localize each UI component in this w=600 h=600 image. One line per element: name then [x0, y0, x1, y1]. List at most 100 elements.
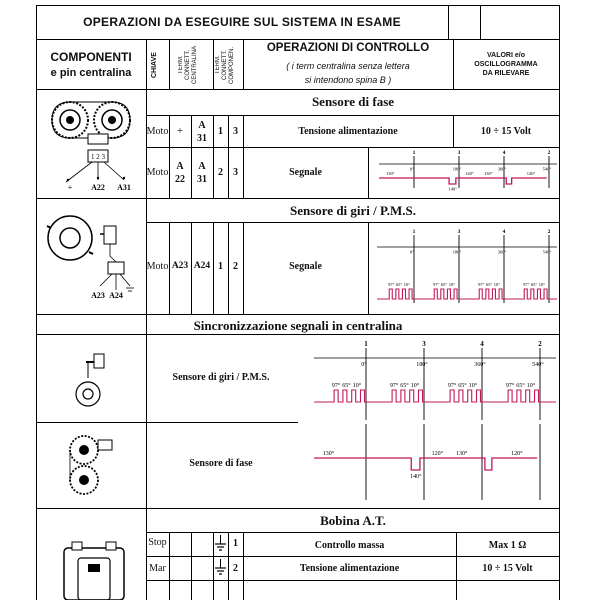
rpm-pin-a24: A24 — [109, 291, 123, 300]
rpm-angle-label: 65° — [531, 282, 538, 287]
term-componente-heading: TERM. CONNETT. COMPONEN. — [215, 46, 235, 84]
tdc-marker-label: 4 — [480, 340, 484, 348]
ignition-coil-illustration — [63, 541, 125, 600]
fase-row2-tc-a: A — [198, 161, 206, 172]
note-line-2: si intendono spina B ) — [304, 75, 392, 85]
tdc-marker-label: 1 — [413, 150, 416, 156]
sync-giri-label: Sensore di giri / P.M.S. — [172, 372, 270, 383]
degree-label: 360° — [498, 167, 507, 172]
phase-signal-trace — [314, 457, 538, 471]
tdc-marker-label: 3 — [458, 229, 461, 235]
ground-icon — [215, 535, 226, 551]
phase-width-label: 120° — [432, 450, 444, 457]
rpm-signal-trace — [314, 389, 556, 403]
bob-row2-op: Tensione alimentazione — [299, 563, 400, 574]
bob-row2-tcomp: 2 — [233, 563, 238, 574]
section-giri-title: Sensore di giri / P.M.S. — [289, 203, 417, 218]
phase-width-label: 120° — [511, 450, 523, 457]
fase-row1-tcomp: 3 — [233, 126, 238, 137]
rpm-angle-label: 65° — [342, 382, 351, 389]
rpm-angle-label: 97° — [506, 382, 515, 389]
rpm-angle-label: 10° — [539, 282, 546, 287]
fase-row2-tc2: 2 — [218, 167, 223, 178]
fase-row1-chiave: Moto — [146, 126, 169, 137]
rpm-angle-label: 65° — [486, 282, 493, 287]
componenti-heading: COMPONENTI — [50, 50, 132, 64]
bob-row1-val: Max 1 Ω — [488, 540, 527, 551]
fase-row1-plus: + — [176, 125, 184, 137]
note-line-1: ( i term centralina senza lettera — [286, 61, 410, 71]
giri-row1-tcomp: 2 — [233, 261, 238, 272]
rpm-angle-label: 97° — [332, 382, 341, 389]
chiave-heading: CHIAVE — [151, 52, 158, 78]
rpm-angle-label: 10° — [411, 382, 420, 389]
connector-pins-label: 1 2 3 — [91, 153, 106, 161]
operazioni-heading: OPERAZIONI DI CONTROLLO — [266, 42, 430, 54]
phase-width-label: 120° — [465, 171, 474, 176]
phase-signal-trace — [379, 177, 547, 185]
giri-row1-tc3: 1 — [218, 261, 223, 272]
valori-heading-1: VALORI e/o — [487, 52, 525, 59]
tdc-marker-label: 2 — [548, 150, 551, 156]
rpm-signal-trace — [377, 288, 557, 300]
rpm-angle-label: 97° — [478, 282, 485, 287]
fase-row2-chiave: Moto — [146, 167, 169, 178]
bob-row1-op: Controllo massa — [314, 540, 385, 551]
degree-label: 0° — [410, 250, 414, 255]
fase-row1-tc-b: 31 — [197, 133, 207, 144]
degree-label: 180° — [416, 361, 428, 368]
pin-centralina-heading: e pin centralina — [50, 67, 132, 79]
sync-fase-label: Sensore di fase — [189, 458, 253, 469]
tdc-marker-label: 1 — [364, 340, 368, 348]
sync-rpm-oscillogram: 10°3180°4360°2540°97°65°10°97°65°10°97°6… — [314, 340, 556, 420]
rpm-angle-label: 65° — [458, 382, 467, 389]
fase-row1-tc-a: A — [198, 120, 206, 131]
rpm-signal-oscillogram: 10°3180°4360°2540°97°65°10°97°65°10°97°6… — [377, 229, 557, 303]
rpm-angle-label: 10° — [494, 282, 501, 287]
fase-row2-tc-b: 31 — [197, 174, 207, 185]
degree-label: 360° — [474, 361, 486, 368]
rpm-pin-a23: A23 — [91, 291, 105, 300]
tdc-marker-label: 3 — [458, 150, 461, 156]
page-title: OPERAZIONI DA ESEGUIRE SUL SISTEMA IN ES… — [83, 15, 401, 29]
degree-label: 180° — [453, 167, 462, 172]
fase-row1-val: 10 ÷ 15 Volt — [480, 126, 532, 137]
phase-width-label: 130° — [484, 171, 493, 176]
tdc-marker-label: 3 — [422, 340, 426, 348]
rpm-angle-label: 10° — [404, 282, 411, 287]
rpm-sensor-illustration: A23 A24 — [46, 215, 134, 300]
degree-label: 0° — [410, 167, 414, 172]
rpm-angle-label: 97° — [388, 282, 395, 287]
rpm-angle-label: 97° — [433, 282, 440, 287]
rpm-angle-label: 10° — [353, 382, 362, 389]
phase-gap-label: 140° — [448, 187, 457, 192]
rpm-angle-label: 97° — [523, 282, 530, 287]
giri-row1-op: Segnale — [289, 261, 322, 272]
section-bobina-title: Bobina A.T. — [320, 513, 386, 528]
rpm-angle-label: 65° — [400, 382, 409, 389]
rpm-angle-label: 97° — [390, 382, 399, 389]
degree-label: 540° — [543, 250, 552, 255]
phase-gap-label: 140° — [410, 473, 422, 480]
phase-pin-a31: A31 — [117, 183, 131, 192]
giri-row1-tc1: A23 — [171, 261, 189, 271]
phase-sensor-illustration: 1 2 3 + A22 A31 — [51, 101, 131, 192]
rpm-angle-label: 65° — [441, 282, 448, 287]
section-fase-title: Sensore di fase — [311, 94, 395, 109]
sync-rpm-sensor-illustration — [75, 353, 105, 407]
degree-label: 360° — [498, 250, 507, 255]
bob-row2-chiave: Mar — [149, 563, 166, 574]
section-sync-title: Sincronizzazione segnali in centralina — [193, 318, 403, 333]
sync-phase-oscillogram: 130°120°130°120°140° — [314, 424, 541, 500]
phase-pin-plus: + — [68, 183, 73, 192]
valori-heading-3: DA RILEVARE — [482, 70, 530, 77]
rpm-angle-label: 10° — [469, 382, 478, 389]
phase-width-label: 130° — [456, 450, 468, 457]
ground-icon — [215, 559, 226, 575]
fase-row2-tc1-a: A — [176, 161, 184, 172]
fase-row2-op: Segnale — [289, 167, 322, 178]
giri-row1-chiave: Moto — [146, 261, 169, 272]
degree-label: 540° — [532, 361, 544, 368]
tdc-marker-label: 2 — [538, 340, 542, 348]
